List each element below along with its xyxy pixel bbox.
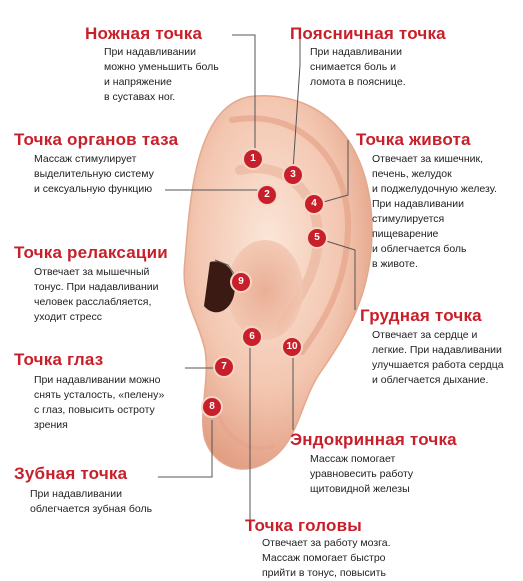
ear-canal	[204, 261, 235, 313]
lumbar-point-title: Поясничная точка	[290, 24, 446, 43]
pelvic-point-title: Точка органов таза	[14, 130, 179, 149]
abdomen-point-title: Точка живота	[356, 130, 471, 149]
eye-point-text: При надавливании можно снять усталость, …	[34, 374, 165, 431]
head-point-text: Отвечает за работу мозга. Массаж помогае…	[262, 537, 391, 579]
ear-concha	[227, 240, 303, 340]
foot-point-text: При надавливании можно уменьшить боль и …	[104, 46, 219, 103]
point-marker-7[interactable]: 7	[215, 358, 233, 376]
point-marker-1[interactable]: 1	[244, 150, 262, 168]
relaxation-point-text: Отвечает за мышечный тонус. При надавлив…	[34, 266, 159, 323]
point-marker-3[interactable]: 3	[284, 166, 302, 184]
foot-point-title: Ножная точка	[85, 24, 203, 43]
chest-point-title: Грудная точка	[360, 306, 482, 325]
ear-helix-fold	[229, 115, 352, 355]
eye-point-title: Точка глаз	[14, 350, 104, 369]
endocrine-point-text: Массаж помогает уравновесить работу щито…	[310, 453, 414, 495]
point-marker-8[interactable]: 8	[203, 398, 221, 416]
abdomen-point-text: Отвечает за кишечник, печень, желудок и …	[372, 153, 497, 270]
endocrine-point-title: Эндокринная точка	[290, 430, 457, 449]
point-marker-2[interactable]: 2	[258, 186, 276, 204]
point-marker-5[interactable]: 5	[308, 229, 326, 247]
pelvic-point-text: Массаж стимулирует выделительную систему…	[34, 153, 154, 195]
chest-point-text: Отвечает за сердце и легкие. При надавли…	[372, 329, 504, 386]
lumbar-point-text: При надавливании снимается боль и ломота…	[310, 46, 406, 88]
point-marker-9[interactable]: 9	[232, 273, 250, 291]
tooth-point-title: Зубная точка	[14, 464, 128, 483]
ear-lobe-shade	[213, 404, 276, 451]
point-marker-10[interactable]: 10	[283, 338, 301, 356]
point-marker-6[interactable]: 6	[243, 328, 261, 346]
head-point-title: Точка головы	[245, 516, 362, 535]
relaxation-point-title: Точка релаксации	[14, 243, 168, 262]
connector-lines	[158, 34, 356, 520]
point-marker-4[interactable]: 4	[305, 195, 323, 213]
tooth-point-text: При надавливании облегчается зубная боль	[30, 488, 153, 515]
